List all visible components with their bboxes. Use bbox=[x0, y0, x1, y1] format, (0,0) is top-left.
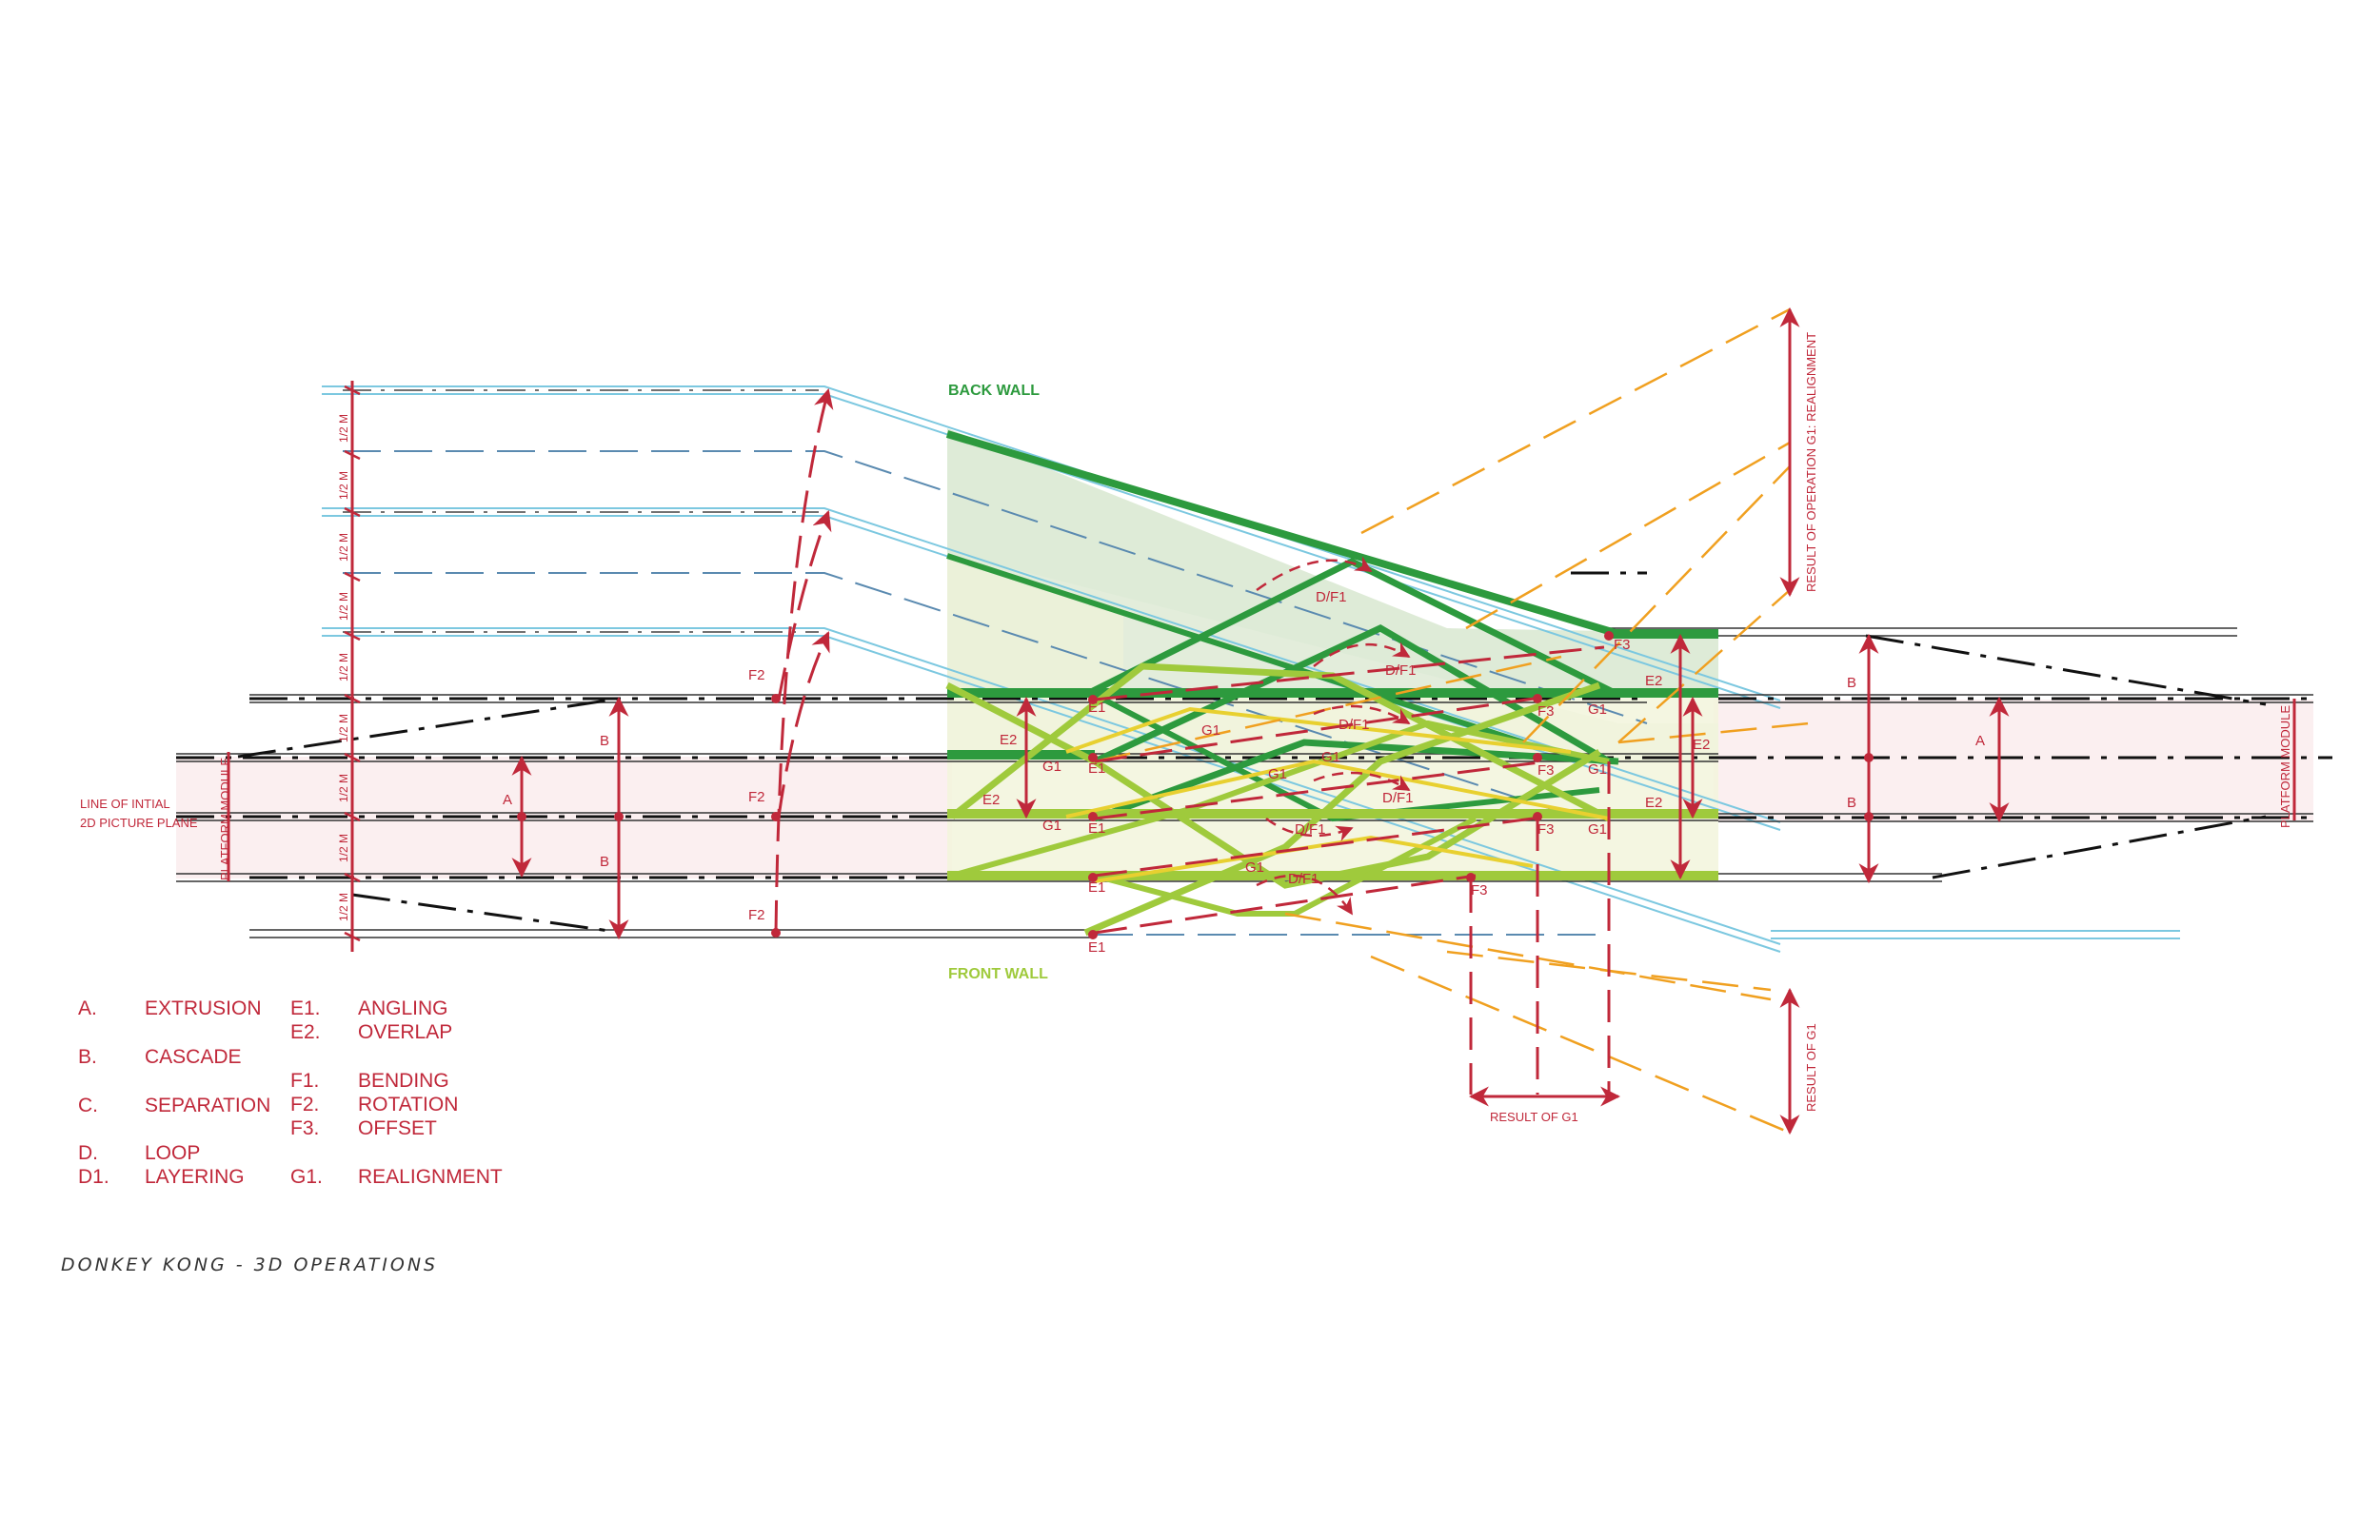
label-g1: G1 bbox=[1321, 749, 1340, 765]
yellow-highlights bbox=[1065, 706, 1610, 883]
label-f3: F3 bbox=[1537, 762, 1555, 779]
label-a: A bbox=[503, 792, 512, 808]
legend-name-f2: ROTATION bbox=[358, 1094, 458, 1116]
legend-code-d1: D1. bbox=[78, 1166, 109, 1188]
cream-plane-top bbox=[947, 557, 1123, 690]
legend-code-f2: F2. bbox=[290, 1094, 319, 1116]
label-g1: G1 bbox=[1245, 859, 1264, 876]
half-m-label: 1/2 M bbox=[337, 774, 350, 802]
red-node-dots bbox=[517, 631, 1874, 939]
half-m-label: 1/2 M bbox=[337, 414, 350, 443]
label-b: B bbox=[1847, 675, 1856, 691]
label-b: B bbox=[1847, 795, 1856, 811]
back-wall-label: BACK WALL bbox=[948, 383, 1040, 399]
legend-code-d: D. bbox=[78, 1142, 98, 1164]
label-e1: E1 bbox=[1088, 939, 1105, 956]
half-m-label: 1/2 M bbox=[337, 834, 350, 862]
page-title: DONKEY KONG - 3D OPERATIONS bbox=[61, 1254, 439, 1275]
label-e2: E2 bbox=[1645, 795, 1662, 811]
label-f3: F3 bbox=[1537, 821, 1555, 838]
cream-plane bbox=[947, 690, 1718, 880]
legend-name-e1: ANGLING bbox=[358, 997, 448, 1019]
label-b: B bbox=[600, 854, 609, 870]
label-g1: G1 bbox=[1201, 722, 1220, 739]
legend-name-f1: BENDING bbox=[358, 1070, 449, 1092]
label-f3: F3 bbox=[1471, 882, 1488, 898]
label-a: A bbox=[1975, 733, 1985, 749]
label-g1: G1 bbox=[1268, 766, 1287, 782]
legend-name-a: EXTRUSION bbox=[145, 997, 262, 1019]
label-df1: D/F1 bbox=[1382, 790, 1414, 806]
label-e1: E1 bbox=[1088, 820, 1105, 837]
label-g1: G1 bbox=[1042, 759, 1061, 775]
label-f2: F2 bbox=[748, 907, 765, 923]
legend-name-c: SEPARATION bbox=[145, 1095, 270, 1116]
legend-name-e2: OVERLAP bbox=[358, 1021, 452, 1043]
label-f2: F2 bbox=[748, 789, 765, 805]
half-m-label: 1/2 M bbox=[337, 714, 350, 742]
red-ticks bbox=[344, 385, 361, 942]
legend-code-b: B. bbox=[78, 1046, 97, 1068]
platform-module-right: PLATFORM MODULE bbox=[2278, 705, 2292, 828]
label-b: B bbox=[600, 733, 609, 749]
legend-name-g1: REALIGNMENT bbox=[358, 1166, 503, 1188]
label-df1: D/F1 bbox=[1339, 717, 1370, 733]
label-e2: E2 bbox=[1645, 673, 1662, 689]
half-m-label: 1/2 M bbox=[337, 471, 350, 500]
label-g1: G1 bbox=[1588, 701, 1607, 718]
legend-name-b: CASCADE bbox=[145, 1046, 242, 1068]
label-df1: D/F1 bbox=[1316, 589, 1347, 605]
legend-code-e1: E1. bbox=[290, 997, 321, 1019]
blue-centerlines bbox=[343, 389, 819, 633]
label-e2: E2 bbox=[1693, 737, 1710, 753]
result-of-g1-vertical-label: RESULT OF G1 bbox=[1804, 1023, 1818, 1112]
label-f3: F3 bbox=[1614, 637, 1631, 653]
label-df1: D/F1 bbox=[1385, 662, 1417, 679]
label-df1: D/F1 bbox=[1295, 821, 1326, 838]
legend-code-c: C. bbox=[78, 1095, 98, 1116]
half-m-label: 1/2 M bbox=[337, 653, 350, 681]
background-fills bbox=[176, 428, 2313, 880]
half-m-label: 1/2 M bbox=[337, 533, 350, 562]
label-g1: G1 bbox=[1588, 821, 1607, 838]
legend-code-e2: E2. bbox=[290, 1021, 321, 1043]
front-wall-label: FRONT WALL bbox=[948, 966, 1048, 982]
legend-name-d: LOOP bbox=[145, 1142, 200, 1164]
half-m-labels: 1/2 M 1/2 M 1/2 M 1/2 M 1/2 M 1/2 M 1/2 … bbox=[337, 414, 350, 921]
half-m-label: 1/2 M bbox=[337, 893, 350, 921]
label-e1: E1 bbox=[1088, 760, 1105, 777]
label-df1: D/F1 bbox=[1288, 871, 1319, 887]
label-g1: G1 bbox=[1588, 761, 1607, 778]
platform-module-left: PLATFORM MODULE bbox=[218, 758, 232, 880]
legend-code-f1: F1. bbox=[290, 1070, 319, 1092]
label-e2: E2 bbox=[982, 792, 1000, 808]
label-e1: E1 bbox=[1088, 700, 1105, 716]
result-of-g1-horizontal-label: RESULT OF G1 bbox=[1490, 1110, 1578, 1124]
line-initial-label-1: LINE OF INTIAL bbox=[80, 797, 170, 811]
label-f3: F3 bbox=[1537, 703, 1555, 720]
legend-code-g1: G1. bbox=[290, 1166, 323, 1188]
pink-band-right bbox=[1714, 700, 2313, 821]
label-f2: F2 bbox=[748, 667, 765, 683]
legend-code-a: A. bbox=[78, 997, 97, 1019]
legend-name-d1: LAYERING bbox=[145, 1166, 245, 1188]
label-g1: G1 bbox=[1042, 818, 1061, 834]
red-dashed-curves bbox=[774, 387, 1611, 1095]
legend-code-f3: F3. bbox=[290, 1117, 319, 1139]
label-e2: E2 bbox=[1000, 732, 1017, 748]
result-g1-realignment-label: RESULT OF OPERATION G1: REALIGNMENT bbox=[1804, 332, 1818, 592]
legend: A. EXTRUSION B. CASCADE C. SEPARATION D.… bbox=[78, 997, 503, 1188]
half-m-label: 1/2 M bbox=[337, 592, 350, 621]
operation-code-labels: A A B B B B F2 F2 F2 E2 E2 E2 E2 E2 E1 E… bbox=[503, 589, 1985, 956]
line-initial-label-2: 2D PICTURE PLANE bbox=[80, 816, 198, 830]
label-e1: E1 bbox=[1088, 879, 1105, 896]
legend-name-f3: OFFSET bbox=[358, 1117, 437, 1139]
red-loop-arcs bbox=[1256, 556, 1411, 916]
